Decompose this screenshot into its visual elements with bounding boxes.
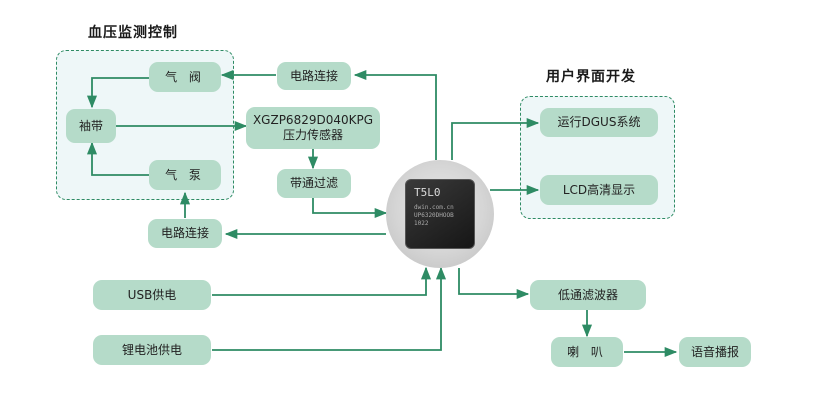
wire-pump-to-cuff bbox=[86, 141, 149, 176]
wire-chip-to-dgus bbox=[451, 117, 540, 160]
chip-name: T5L0 bbox=[414, 186, 441, 199]
chip-t5l0-icon: T5L0 dwin.com.cn UP6320DHOOB 1022 bbox=[405, 179, 475, 249]
node-voice-broadcast: 语音播报 bbox=[679, 337, 751, 367]
title-ui-development: 用户界面开发 bbox=[546, 69, 636, 85]
node-lowpass-filter: 低通滤波器 bbox=[530, 280, 646, 310]
wire-battery-to-chip bbox=[212, 266, 447, 351]
node-speaker: 喇 叭 bbox=[551, 337, 623, 367]
node-circuit-top: 电路连接 bbox=[277, 62, 351, 90]
node-circuit-left: 电路连接 bbox=[148, 219, 222, 248]
node-air-valve: 气 阀 bbox=[149, 62, 221, 92]
chip-line-2: UP6320DHOOB bbox=[414, 212, 454, 219]
wire-bandpass-to-chip bbox=[312, 198, 388, 219]
chip-line-3: 1022 bbox=[414, 220, 429, 227]
wire-chip-to-circuit-top bbox=[353, 69, 437, 160]
node-usb-power: USB供电 bbox=[93, 280, 211, 310]
title-bp-monitoring: 血压监测控制 bbox=[88, 25, 178, 41]
sensor-model: XGZP6829D040KPG bbox=[252, 113, 374, 127]
wire-valve-to-cuff bbox=[86, 77, 149, 109]
sensor-label: 压力传感器 bbox=[282, 128, 343, 142]
node-battery-power: 锂电池供电 bbox=[93, 335, 211, 365]
wire-chip-to-lowpass bbox=[458, 268, 530, 300]
node-air-pump: 气 泵 bbox=[149, 160, 221, 190]
node-cuff: 袖带 bbox=[66, 109, 116, 143]
wire-usb-to-chip bbox=[212, 266, 432, 296]
node-pressure-sensor: XGZP6829D040KPG 压力传感器 bbox=[246, 107, 380, 149]
chip-circle: T5L0 dwin.com.cn UP6320DHOOB 1022 bbox=[386, 160, 494, 268]
node-lcd-display: LCD高清显示 bbox=[540, 175, 658, 205]
node-bandpass-filter: 带通过滤 bbox=[277, 169, 351, 198]
chip-line-1: dwin.com.cn bbox=[414, 204, 454, 211]
node-dgus-system: 运行DGUS系统 bbox=[540, 108, 658, 137]
